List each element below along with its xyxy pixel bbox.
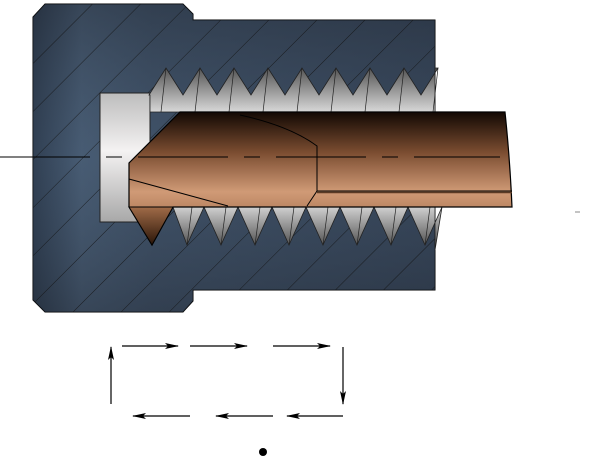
thread-flank-line xyxy=(296,67,303,113)
tool-clearance-curve xyxy=(239,114,512,192)
thread-flank-line xyxy=(220,206,227,246)
thread-flank-line xyxy=(330,67,337,113)
threading-tool xyxy=(128,111,513,247)
thread-flank-line xyxy=(424,206,431,246)
thread-flank-line xyxy=(288,206,295,246)
thread-flank-line xyxy=(432,67,439,113)
thread-flank-line xyxy=(322,206,329,246)
feed-cycle-arrows xyxy=(108,343,346,419)
thread-flank-line xyxy=(364,67,371,113)
tool-tip xyxy=(128,206,174,246)
thread-flank-line xyxy=(356,206,363,246)
thread-flank-line xyxy=(262,67,269,113)
dot-icon xyxy=(259,448,267,456)
thread-flank-line xyxy=(390,206,397,246)
thread-flank-line xyxy=(186,206,193,246)
thread-flank-lines xyxy=(160,67,439,246)
tool-edge-line xyxy=(128,178,229,207)
thread-flank-line xyxy=(228,67,235,113)
internal-thread-bottom xyxy=(172,206,443,251)
thread-flank-line xyxy=(194,67,201,113)
thread-flank-line xyxy=(254,206,261,246)
thread-flank-line xyxy=(398,67,405,113)
thread-flank-line xyxy=(160,67,167,113)
